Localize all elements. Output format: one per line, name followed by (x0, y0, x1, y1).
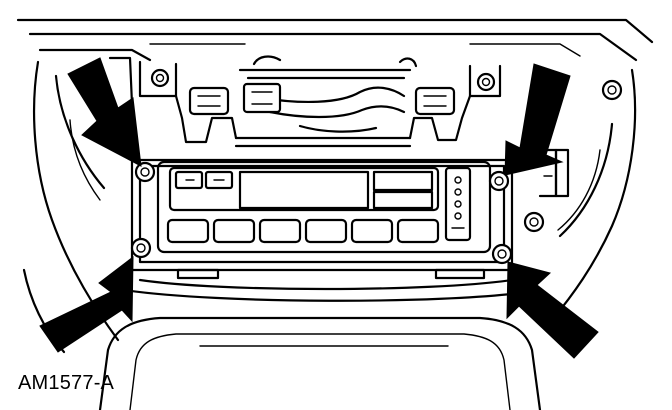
arrow-top-right (504, 63, 571, 176)
mode-button-1 (174, 170, 204, 190)
control-button-row (166, 218, 440, 244)
lower-console (98, 316, 542, 410)
lower-tab-right (434, 268, 486, 280)
screw-bottom-left (130, 237, 152, 259)
callout-arrows (39, 57, 599, 359)
figure-label: AM1577-A (18, 372, 115, 394)
dashboard-right-panel (538, 68, 637, 322)
bracket-bolts (150, 68, 623, 233)
control-button-2 (212, 218, 256, 244)
control-display-area (168, 166, 440, 212)
bolt-far-right (601, 79, 623, 101)
display-window (238, 170, 370, 210)
bolt-upper-left (150, 68, 170, 88)
mode-button-2 (204, 170, 234, 190)
dashboard-upper-outline (16, 18, 654, 62)
control-button-5 (350, 218, 394, 244)
lower-trim (122, 268, 530, 302)
screw-top-left (134, 161, 156, 183)
control-button-4 (304, 218, 348, 244)
bolt-upper-right (476, 72, 496, 92)
control-side-indicator-panel (444, 166, 472, 242)
arrow-top-left (67, 57, 142, 167)
wire-connector-left (242, 82, 282, 114)
control-button-3 (258, 218, 302, 244)
bolt-lower-right (523, 211, 545, 233)
control-button-6 (396, 218, 440, 244)
right-display-button-upper (372, 170, 434, 192)
climate-control-module (130, 158, 514, 272)
screw-top-right (488, 170, 510, 192)
right-display-button-lower (372, 190, 434, 210)
arrow-bottom-right (506, 261, 599, 359)
screw-bottom-right (491, 243, 513, 265)
lower-tab-left (176, 268, 220, 280)
arrow-bottom-left (39, 255, 134, 353)
bracket-clip-left (188, 86, 230, 116)
control-button-1 (166, 218, 210, 244)
bracket-clip-right (414, 86, 456, 116)
module-retaining-screws (130, 161, 513, 265)
wiring-harness (188, 55, 456, 133)
mounting-bracket (138, 60, 502, 148)
